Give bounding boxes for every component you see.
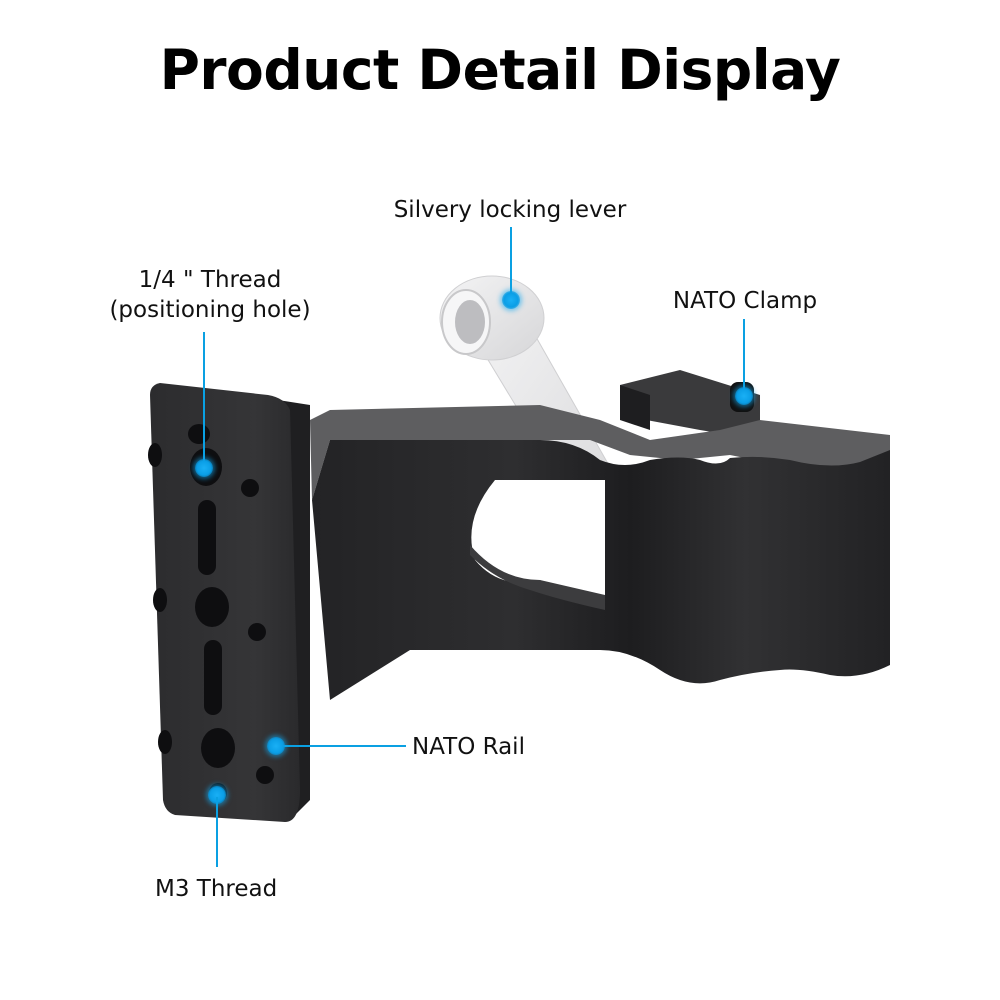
leader-line-nato-rail [278,745,406,747]
leader-line-m3-thread [216,797,218,867]
leader-line-quarter-thread [203,332,205,467]
callout-dot-nato-rail [267,737,285,755]
callout-dot-m3-thread [208,786,226,804]
callout-label-quarter-thread-line2: (positioning hole) [109,297,311,323]
callout-label-m3-thread: M3 Thread [155,876,278,902]
callout-label-nato-rail: NATO Rail [412,734,525,760]
callout-dot-nato-clamp [735,387,753,405]
callout-dot-locking-lever [502,291,520,309]
callout-label-locking-lever: Silvery locking lever [393,197,627,223]
leader-line-nato-clamp [743,319,745,395]
leader-line-locking-lever [510,227,512,300]
callout-label-quarter-thread-line1: 1/4 " Thread [138,267,282,293]
callout-label-quarter-thread: 1/4 " Thread (positioning hole) [90,265,330,325]
page-title: Product Detail Display [159,38,841,102]
callout-label-nato-clamp: NATO Clamp [672,288,818,314]
callout-dot-quarter-thread [195,459,213,477]
